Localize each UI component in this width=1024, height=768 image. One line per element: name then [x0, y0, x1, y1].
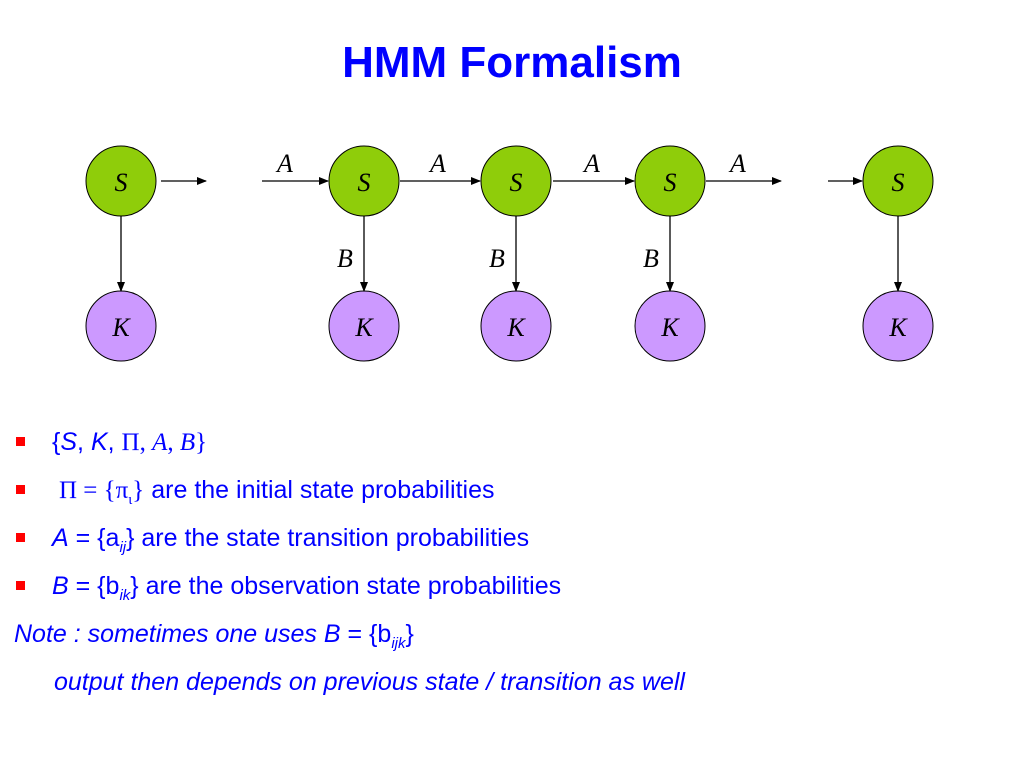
state-label: S — [510, 168, 523, 197]
bullet-model-tuple: {S, K, Π, A, B} — [14, 418, 1004, 466]
symbol-a: A — [52, 524, 69, 552]
symbol-b: B — [323, 620, 341, 648]
pi-i-symbol: π — [115, 477, 129, 504]
bullet-square-icon — [16, 485, 25, 494]
tuple-a: A — [152, 429, 168, 456]
bullet-text: are the initial state probabilities — [144, 476, 495, 504]
transition-label: A — [275, 149, 293, 178]
sep: , — [107, 428, 122, 456]
transition-label: A — [428, 149, 446, 178]
bullet-text: } are the state transition probabilities — [126, 524, 530, 552]
equals: = — [77, 477, 104, 504]
state-label: S — [115, 168, 128, 197]
transition-label: A — [582, 149, 600, 178]
sep: , — [77, 428, 91, 456]
brace-open: { — [103, 477, 116, 504]
tuple-s: S — [60, 428, 78, 456]
bullet-text: } are the observation state probabilitie… — [130, 572, 562, 600]
state-label: S — [892, 168, 905, 197]
bullet-square-icon — [16, 533, 25, 542]
note-line-2: output then depends on previous state / … — [54, 668, 685, 696]
transition-label: A — [728, 149, 746, 178]
sep: , — [167, 429, 180, 456]
subscript-ij: ij — [119, 539, 127, 556]
brace-open: { — [52, 428, 61, 456]
emission-label: B — [489, 244, 505, 273]
tuple-b: B — [179, 429, 196, 456]
tuple-pi: Π — [121, 429, 140, 456]
equals: = {b — [340, 620, 392, 648]
bullet-list: {S, K, Π, A, B} Π = {πι} are the initial… — [14, 418, 1004, 706]
brace-close: } — [195, 429, 208, 456]
observation-label: K — [660, 313, 680, 342]
note-text: Note : sometimes one uses — [14, 620, 324, 648]
observation-label: K — [888, 313, 908, 342]
bullet-transition-probabilities: A = {aij} are the state transition proba… — [14, 514, 1004, 562]
bullet-observation-probabilities: B = {bik} are the observation state prob… — [14, 562, 1004, 610]
sep: , — [139, 429, 153, 456]
subscript-ik: ik — [119, 587, 131, 604]
state-label: S — [358, 168, 371, 197]
observation-label: K — [354, 313, 374, 342]
note-line-1: Note : sometimes one uses B = {bijk} — [14, 610, 1004, 658]
pi-symbol: Π — [58, 477, 78, 504]
bullet-square-icon — [16, 437, 25, 446]
observation-label: K — [111, 313, 131, 342]
state-label: S — [664, 168, 677, 197]
bullet-initial-probabilities: Π = {πι} are the initial state probabili… — [14, 466, 1004, 514]
bullet-square-icon — [16, 581, 25, 590]
slide-title: HMM Formalism — [342, 38, 682, 87]
observation-label: K — [506, 313, 526, 342]
brace-close: } — [132, 477, 145, 504]
emission-label: B — [643, 244, 659, 273]
equals: = {b — [68, 572, 120, 600]
subscript-ijk: ijk — [391, 635, 406, 652]
tuple-k: K — [90, 428, 108, 456]
symbol-b: B — [52, 572, 69, 600]
hmm-diagram: S K S K S K S K S K B B B A A A A — [85, 145, 934, 362]
emission-label: B — [337, 244, 353, 273]
equals: = {a — [68, 524, 120, 552]
subscript-i: ι — [128, 492, 133, 508]
brace-close: } — [405, 620, 414, 648]
